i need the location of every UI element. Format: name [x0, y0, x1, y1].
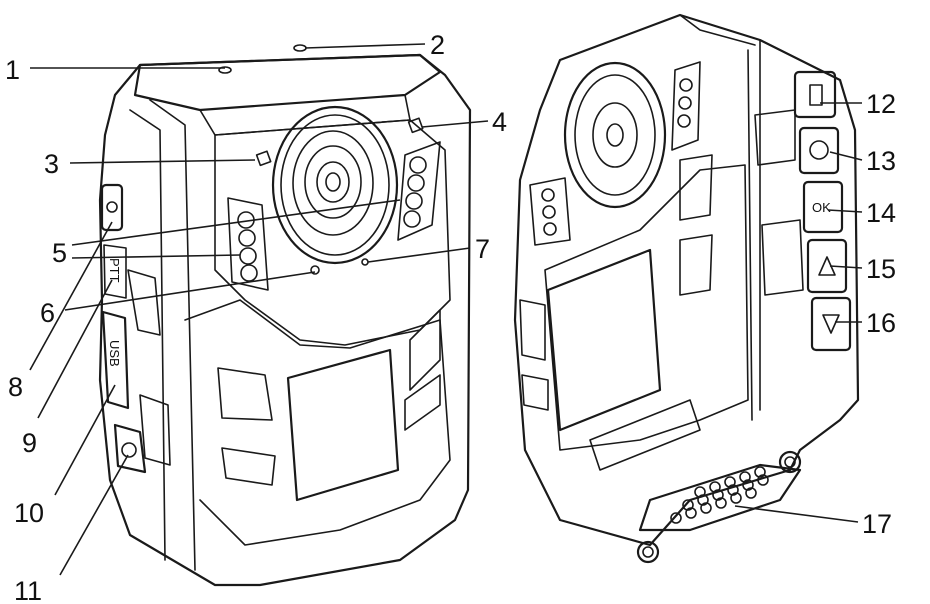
callout-7: 7: [475, 234, 490, 264]
screw-left: [636, 540, 660, 564]
ir-led-bank-right: [397, 141, 441, 241]
usb-label: USB: [107, 340, 122, 367]
pogo-connector: [638, 463, 802, 532]
callout-numbers: 1 2 3 4 5 6 7 8 9 10 11 12 13 14 15 16 1…: [5, 30, 896, 604]
callout-16: 16: [866, 308, 896, 338]
ir-led-bank-left: [227, 197, 269, 291]
callout-15: 15: [866, 254, 896, 284]
callout-2: 2: [430, 30, 445, 60]
up-button: [806, 238, 848, 294]
camera-front-view: PTT USB: [98, 44, 472, 587]
button-12: [793, 70, 837, 119]
callout-11: 11: [14, 576, 42, 604]
callout-17: 17: [862, 509, 892, 539]
callout-8: 8: [8, 372, 23, 402]
power-button: [100, 183, 124, 232]
screw-right: [778, 450, 802, 474]
ok-label: OK: [812, 200, 831, 215]
callout-6: 6: [40, 298, 55, 328]
callout-12: 12: [866, 89, 896, 119]
leader-lines: [29, 43, 863, 576]
callout-13: 13: [866, 146, 896, 176]
ok-button: [802, 180, 844, 234]
callout-10: 10: [14, 498, 44, 528]
camera-lens: [271, 105, 399, 265]
callout-5: 5: [52, 238, 67, 268]
callout-14: 14: [866, 198, 896, 228]
usb-cover: [101, 310, 130, 410]
callout-4: 4: [492, 107, 507, 137]
camera-rear-view: OK: [513, 13, 860, 564]
callout-9: 9: [22, 428, 37, 458]
connector-pins: [670, 466, 769, 524]
down-button: [810, 296, 852, 352]
record-audio-button: [798, 126, 840, 175]
side-button-11: [113, 423, 147, 474]
callout-3: 3: [44, 149, 59, 179]
callout-1: 1: [5, 55, 20, 85]
ptt-label: PTT: [107, 258, 122, 283]
ptt-button: [103, 244, 127, 299]
